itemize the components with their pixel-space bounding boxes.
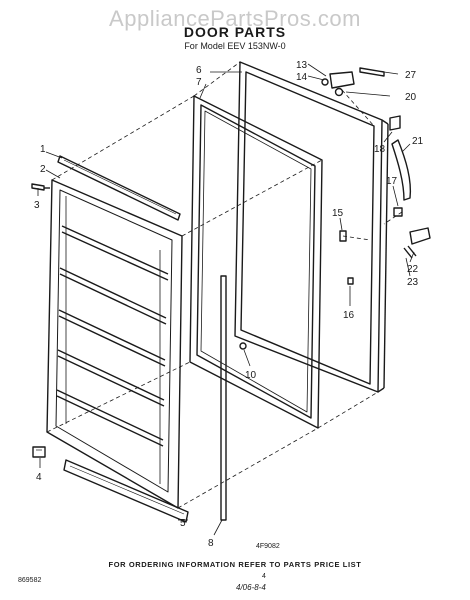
latch-assembly (403, 227, 431, 259)
breaker-strip-top (57, 155, 181, 221)
callout-labels: 1 2 3 4 5 6 7 8 10 13 14 15 16 17 18 20 … (34, 60, 424, 549)
callout-13: 13 (296, 60, 308, 71)
callout-3: 3 (34, 200, 40, 211)
callout-15: 15 (332, 208, 344, 219)
handwritten-date: 4/06-8-4 (236, 583, 266, 592)
figure-code: 4F9082 (256, 543, 280, 550)
callout-5: 5 (180, 518, 186, 529)
document-code: 869582 (18, 577, 42, 584)
small-hardware (339, 207, 403, 285)
ordering-note: FOR ORDERING INFORMATION REFER TO PARTS … (108, 560, 362, 569)
bracket-part-3 (31, 183, 50, 191)
door-liner (46, 179, 183, 509)
callout-21: 21 (412, 136, 424, 147)
callout-7: 7 (196, 77, 202, 88)
callout-22: 22 (407, 264, 419, 275)
callout-8: 8 (208, 538, 214, 549)
callout-4: 4 (36, 472, 42, 483)
fastener-part-10 (239, 342, 247, 350)
page-number: 4 (262, 573, 266, 580)
callout-20: 20 (405, 92, 417, 103)
door-rod (220, 275, 227, 521)
callout-16: 16 (343, 310, 355, 321)
hinge-cover (359, 67, 385, 77)
watermark: AppliancePartsPros.com (109, 6, 361, 31)
callout-1: 1 (40, 144, 46, 155)
callout-leaders (37, 63, 415, 536)
door-handle (389, 115, 412, 201)
callout-18: 18 (374, 144, 386, 155)
callout-14: 14 (296, 72, 308, 83)
callout-23: 23 (407, 277, 419, 288)
assembly-guides (46, 61, 403, 509)
page-title: DOOR PARTS (183, 24, 287, 40)
callout-27: 27 (405, 70, 417, 81)
clip-part-4 (32, 446, 46, 458)
model-line: For Model EEV 153NW-0 (184, 41, 286, 51)
callout-6: 6 (196, 65, 202, 76)
callout-10: 10 (245, 370, 257, 381)
breaker-strip-bottom (63, 459, 189, 523)
hinge-assembly (321, 71, 355, 97)
callout-2: 2 (40, 164, 46, 175)
door-panel (234, 61, 389, 393)
callout-17: 17 (386, 176, 398, 187)
